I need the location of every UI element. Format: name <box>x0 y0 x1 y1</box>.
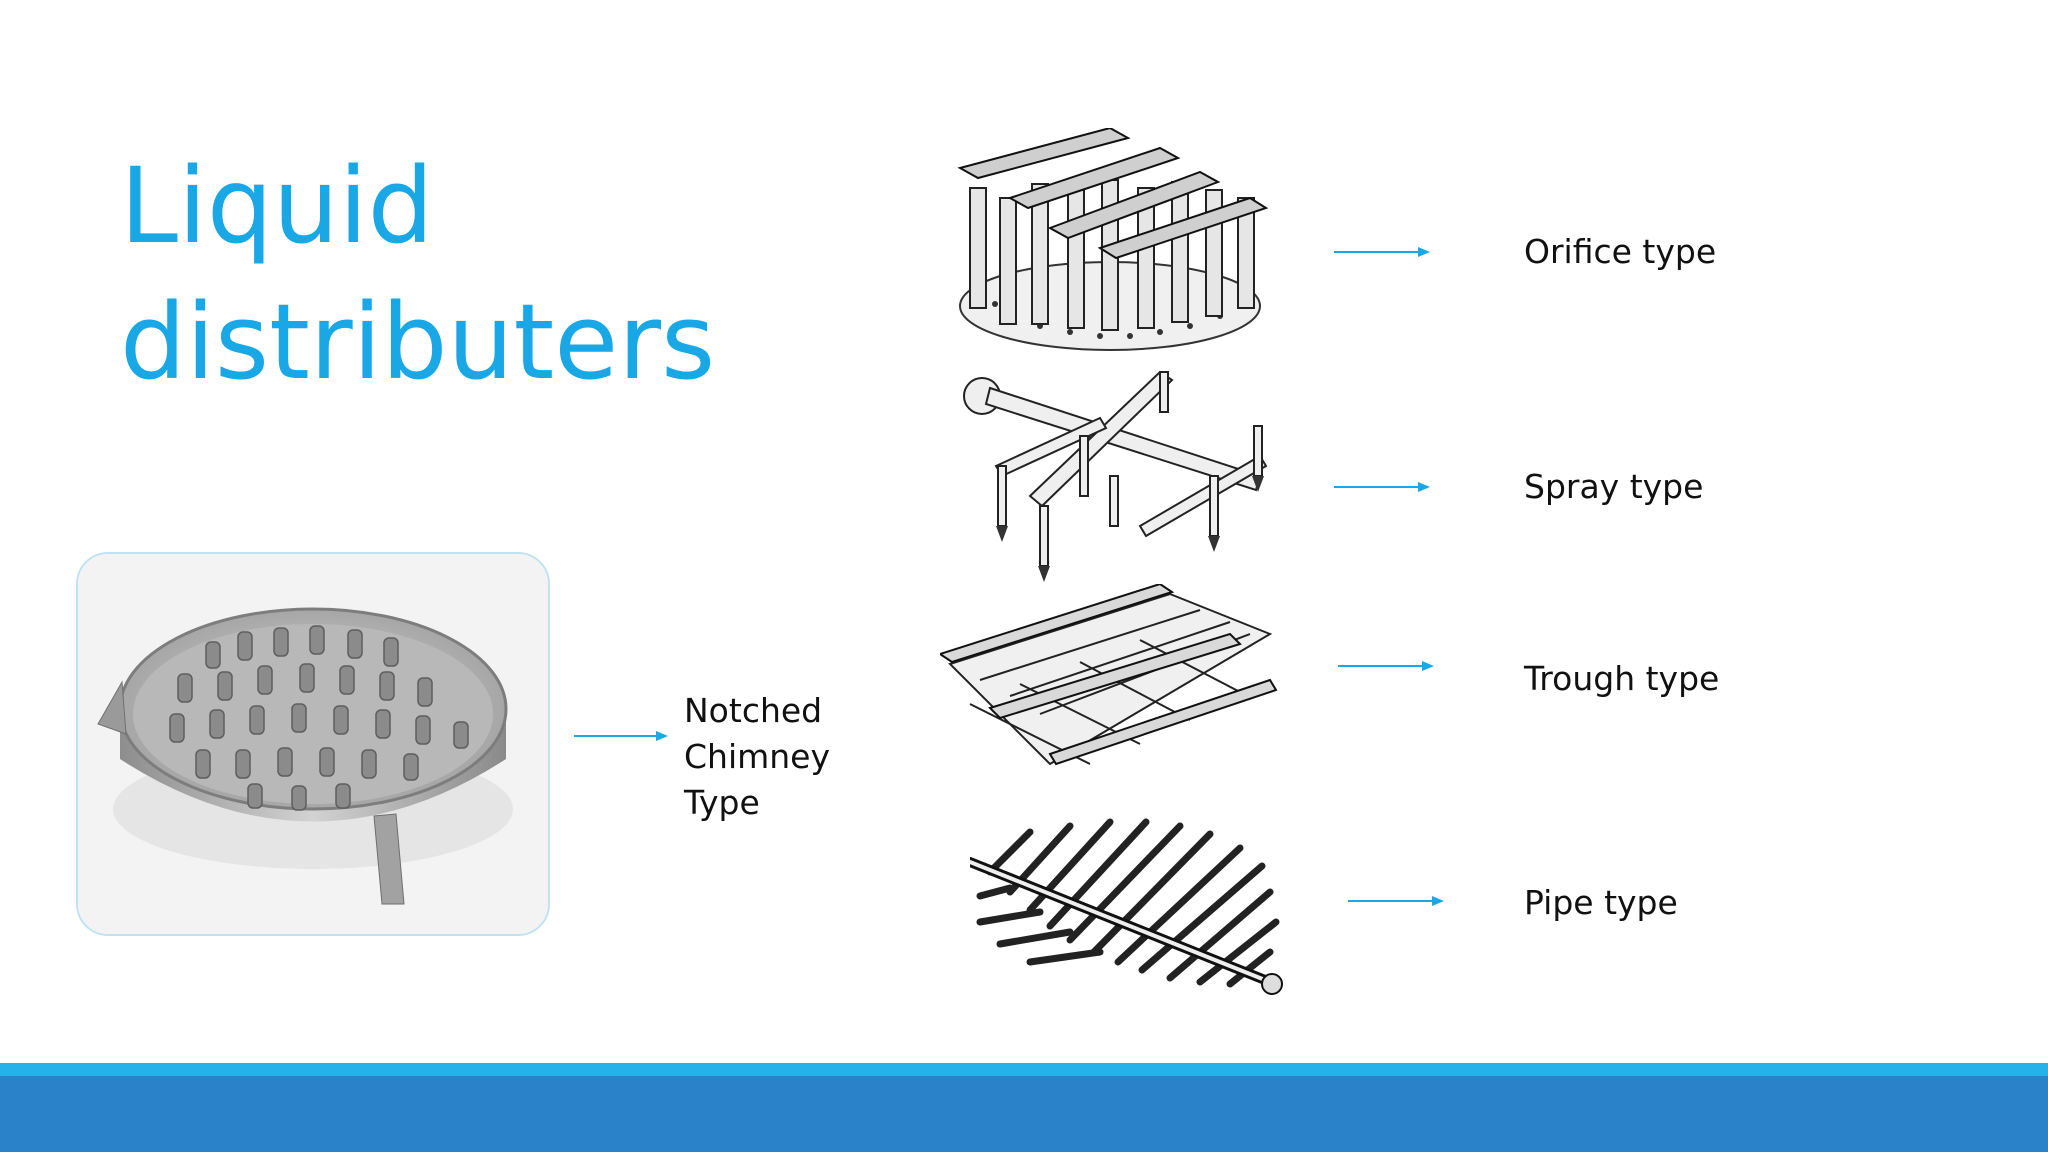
orifice-type-label: Orifice type <box>1524 232 1717 271</box>
orifice-type-illustration <box>957 128 1269 351</box>
orifice-arrow-icon <box>1334 247 1430 257</box>
trough-type-label: Trough type <box>1524 659 1720 698</box>
footer-bar <box>0 1076 2048 1152</box>
notched-chimney-illustration <box>78 554 548 934</box>
pipe-type-illustration <box>970 818 1283 995</box>
title-line-1: Liquid <box>120 145 434 267</box>
notched-label-line-1: Notched <box>684 691 823 730</box>
notched-label-line-2: Chimney <box>684 737 831 776</box>
spray-arrow-icon <box>1334 482 1430 492</box>
notched-chimney-photo <box>76 552 550 936</box>
slide-title: Liquid distributers <box>120 138 760 410</box>
notched-arrow-icon <box>574 731 668 741</box>
trough-arrow-icon <box>1338 661 1434 671</box>
pipe-type-label: Pipe type <box>1524 883 1678 922</box>
spray-type-illustration <box>963 370 1268 582</box>
trough-type-illustration <box>940 584 1278 766</box>
footer-accent-bar <box>0 1063 2048 1076</box>
notched-label-line-3: Type <box>684 783 760 822</box>
spray-type-label: Spray type <box>1524 467 1704 506</box>
title-line-2: distributers <box>120 281 716 403</box>
notched-chimney-label: Notched Chimney Type <box>684 688 830 826</box>
pipe-arrow-icon <box>1348 896 1444 906</box>
